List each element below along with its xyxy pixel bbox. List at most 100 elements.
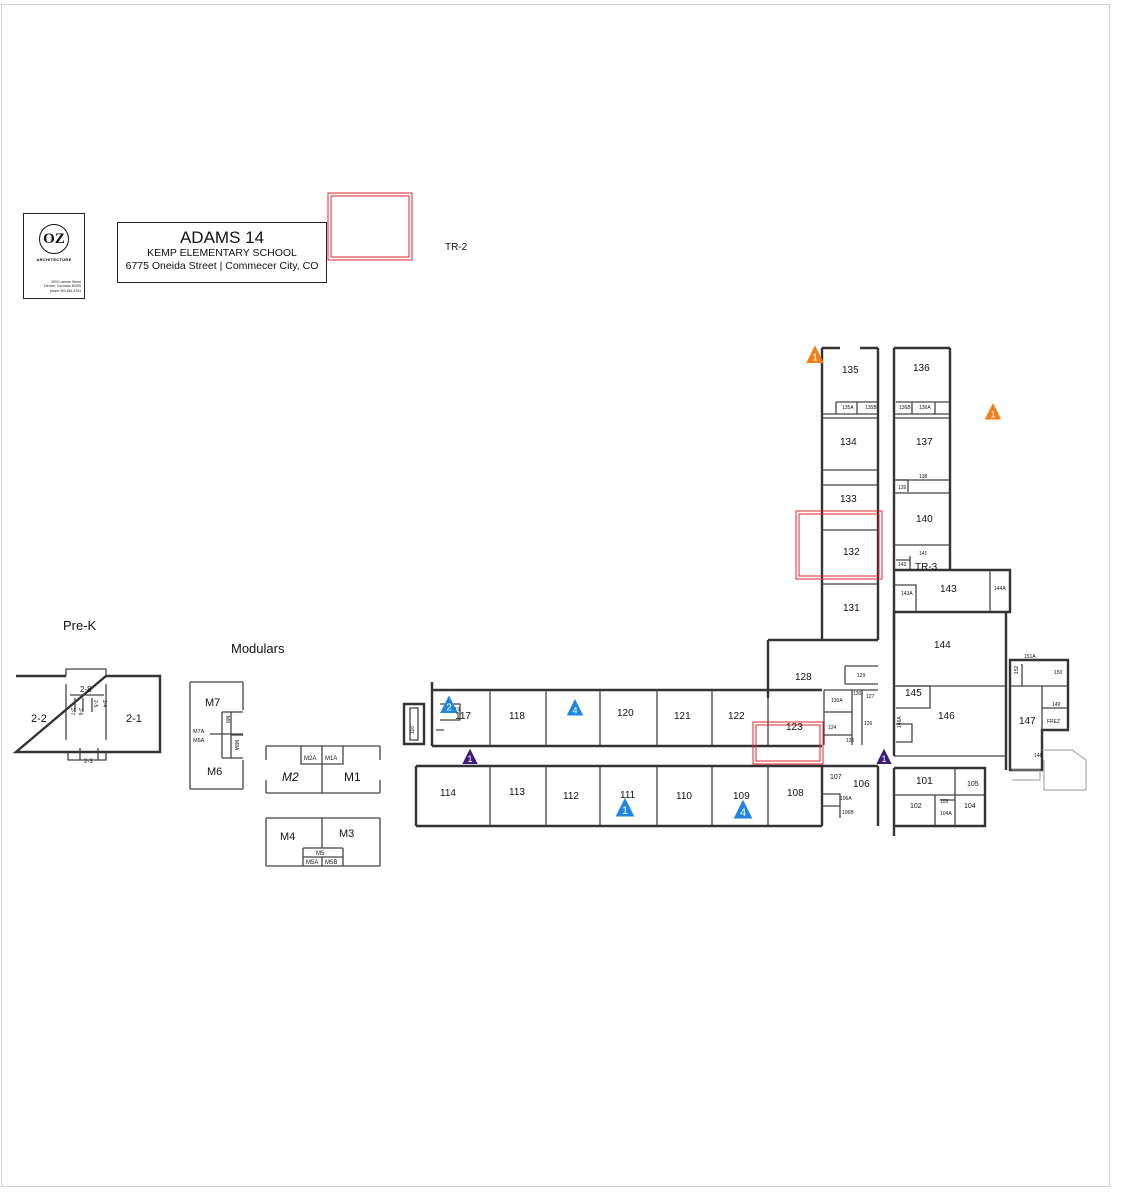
room-frez: FREZ <box>1047 719 1060 725</box>
room-120: 120 <box>617 708 634 719</box>
logo-address-line-2: Denver, Colorado 80205 <box>44 284 81 289</box>
modular-m6-m7 <box>189 681 244 790</box>
room-143a: 143A <box>901 591 913 597</box>
marker-number: 1 <box>990 409 995 419</box>
triangle-marker-icon <box>876 748 892 764</box>
room-130a: 130A <box>831 698 843 704</box>
room-127: 127 <box>866 694 875 700</box>
room-124: 124 <box>828 725 837 731</box>
room-135a: 135A <box>842 405 854 411</box>
room-122: 122 <box>728 711 745 722</box>
triangle-marker-icon <box>440 695 458 713</box>
room-125: 125 <box>846 738 855 744</box>
room-m5: M5 <box>316 851 325 857</box>
triangle-marker-icon <box>615 797 635 817</box>
room-m2: M2 <box>282 770 299 784</box>
room-141: 141 <box>919 551 928 557</box>
oz-logo-icon: OZ <box>39 224 69 254</box>
room-2-7: 2-7 <box>69 708 75 715</box>
room-106a: 106A <box>840 796 852 802</box>
triangle-marker-icon <box>566 699 584 716</box>
marker-number: 4 <box>740 807 746 819</box>
room-111: 111 <box>620 790 636 801</box>
orange-marker-136: 1 <box>984 403 1002 420</box>
room-132: 132 <box>843 547 860 558</box>
blue-marker-109: 4 <box>733 799 753 819</box>
school-address: 6775 Oneida Street | Commecer City, CO <box>125 260 319 272</box>
room-104a: 104A <box>940 811 952 817</box>
marker-number: 4 <box>572 705 577 715</box>
prek-building <box>12 668 162 761</box>
room-m6: M6 <box>207 766 222 778</box>
room-113: 113 <box>509 787 525 798</box>
room-135: 135 <box>842 365 859 376</box>
marker-number: 1 <box>622 805 628 817</box>
purple-marker-corridor-east: 1 <box>876 748 892 764</box>
room-2-2: 2-2 <box>31 713 47 725</box>
room-m5b: M5B <box>325 860 337 866</box>
room-121: 121 <box>674 711 691 722</box>
room-138: 138 <box>919 474 928 480</box>
tr2-highlight-outer <box>327 192 413 261</box>
marker-number: 1 <box>881 754 886 764</box>
triangle-marker-icon <box>984 403 1002 420</box>
room-137: 137 <box>916 437 933 448</box>
room-2-1: 2-1 <box>126 713 142 725</box>
room-118: 118 <box>509 711 525 722</box>
room-m2a: M2A <box>304 756 316 762</box>
blue-marker-119: 4 <box>566 699 584 716</box>
room-m1a: M1A <box>325 756 337 762</box>
room-128: 128 <box>795 672 812 683</box>
room-131: 131 <box>843 603 860 614</box>
room-147: 147 <box>1019 716 1036 727</box>
room-144a: 144A <box>994 586 1006 592</box>
room-129: 129 <box>857 673 866 679</box>
title-block: ADAMS 14 KEMP ELEMENTARY SCHOOL 6775 One… <box>117 222 327 283</box>
room-140: 140 <box>916 514 933 525</box>
tr2-highlight-inner <box>330 195 410 258</box>
logo-address-line-1: 3003 Larimer Street <box>51 280 81 284</box>
room-136b: 136B <box>899 405 911 411</box>
room-132-highlight-inner <box>798 513 880 577</box>
room-114: 114 <box>440 788 456 799</box>
room-112: 112 <box>563 791 579 802</box>
room-126: 126 <box>864 721 873 727</box>
room-m6a: M6A <box>193 738 205 744</box>
room-m7: M7 <box>205 697 220 709</box>
room-106: 106 <box>853 779 870 790</box>
room-150: 150 <box>1054 670 1063 676</box>
room-151a: 151A <box>1024 654 1036 660</box>
room-108: 108 <box>787 788 804 799</box>
room-101: 101 <box>916 776 933 787</box>
purple-marker-corridor-west: 1 <box>462 748 478 764</box>
logo-address: 3003 Larimer Street Denver, Colorado 802… <box>27 280 81 293</box>
logo-address-line-3: phone 303.861.5704 <box>49 288 81 293</box>
room-142: 142 <box>898 562 907 568</box>
room-110: 110 <box>676 791 692 802</box>
room-148: 148 <box>1034 753 1043 759</box>
blue-marker-111: 1 <box>615 797 635 817</box>
room-139: 139 <box>898 485 907 491</box>
room-152: 152 <box>1014 665 1020 674</box>
room-116: 116 <box>410 726 416 734</box>
room-m8: M8 <box>224 716 230 723</box>
room-m4: M4 <box>280 831 295 843</box>
room-m1: M1 <box>344 770 361 784</box>
tr2-label: TR-2 <box>445 242 468 253</box>
modular-m1-m2 <box>265 745 381 794</box>
marker-number: 1 <box>812 353 818 364</box>
room-133: 133 <box>840 494 857 505</box>
room-103: 103 <box>940 799 949 805</box>
room-149: 149 <box>1052 702 1061 708</box>
room-135b: 135B <box>865 405 877 411</box>
room-134: 134 <box>840 437 857 448</box>
room-136a: 136A <box>919 405 931 411</box>
triangle-marker-icon <box>806 345 824 363</box>
room-123-highlight-outer <box>752 721 824 765</box>
tr3-label: TR-3 <box>915 562 938 573</box>
marker-number: 2 <box>446 703 452 714</box>
room-m8a: M8A <box>233 740 239 751</box>
